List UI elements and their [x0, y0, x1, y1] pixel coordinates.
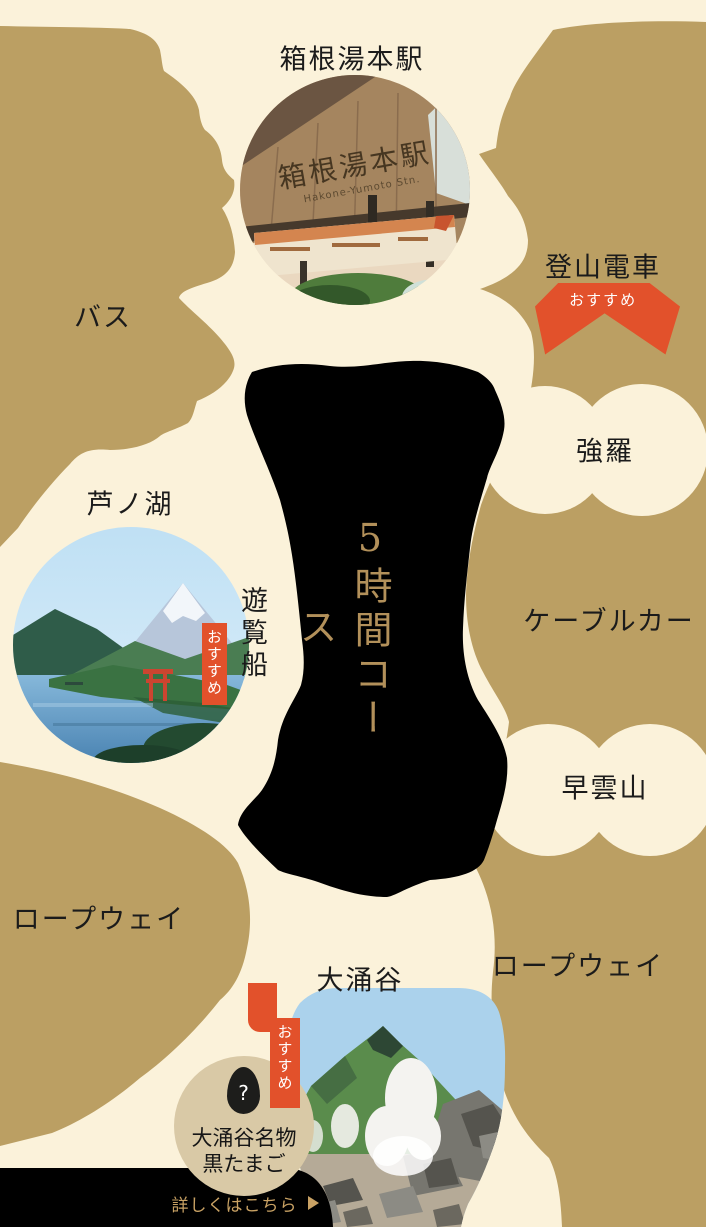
lake-ashi-photo	[13, 527, 249, 763]
gora-cream-blob	[481, 384, 706, 516]
egg-info-line1: 大涌谷名物	[191, 1126, 297, 1150]
question-mark-egg-icon: ?	[227, 1067, 260, 1114]
spot-label-hakone-yumoto: 箱根湯本駅	[279, 44, 425, 76]
transport-label-tozan-train: 登山電車	[545, 252, 661, 284]
details-cta-button[interactable]: 詳しくはこちら	[160, 1188, 330, 1218]
egg-info-line2: 黒たまご	[202, 1152, 286, 1176]
spot-label-sounzan: 早雲山	[561, 773, 649, 805]
tan-region-left-top	[0, 26, 235, 547]
details-cta-label: 詳しくはこちら	[171, 1195, 298, 1216]
right-triangle-arrow-icon	[307, 1196, 319, 1210]
recommend-badge-owakudani: おすすめ	[270, 1018, 300, 1108]
transport-label-bus: バス	[74, 302, 132, 334]
center-black-blob	[238, 360, 508, 898]
torii-gate	[143, 669, 173, 701]
spot-label-ashinoko: 芦ノ湖	[86, 489, 174, 521]
spot-label-owakudani: 大涌谷	[316, 965, 404, 997]
course-title-text: 時間コース	[293, 566, 392, 742]
recommend-badge-cruise-boat: おすすめ	[202, 623, 227, 705]
tan-region-left-bottom	[0, 762, 251, 1146]
sounzan-cream-blob	[482, 724, 706, 856]
transport-label-cable-car: ケーブルカー	[523, 606, 695, 638]
transport-label-ropeway-left: ロープウェイ	[12, 904, 186, 936]
course-title: 5時間コース	[293, 504, 398, 754]
transport-label-ropeway-right: ロープウェイ	[491, 951, 665, 983]
course-hours-number: 5	[348, 516, 392, 566]
owakudani-photo	[285, 988, 506, 1227]
hakone-yumoto-station-photo: 箱根湯本駅 Hakone-Yumoto Stn.	[240, 75, 470, 305]
transport-label-cruise-boat: 遊覧船	[236, 586, 267, 682]
spot-label-gora: 強羅	[576, 436, 634, 468]
